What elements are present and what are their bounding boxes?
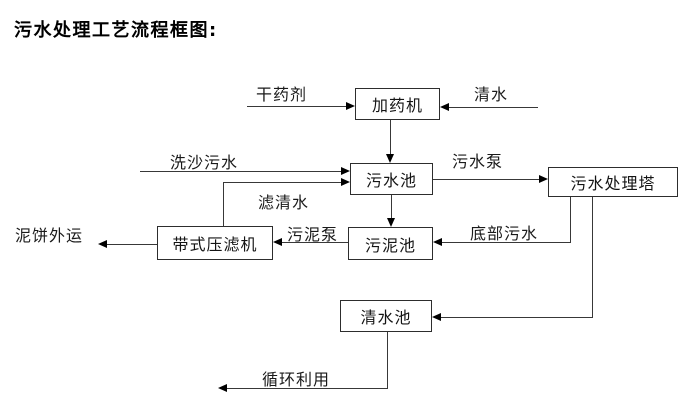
label-clear-water: 清水 [474, 85, 509, 104]
arrow-down-icon [387, 218, 395, 227]
arrow-down-icon [386, 154, 394, 163]
label-sludge-pump: 污泥泵 [287, 225, 339, 244]
edge-bottom-sewage-hline [442, 242, 571, 244]
label-sewage-pump: 污水泵 [452, 152, 504, 171]
label-sand-washing-sewage: 洗沙污水 [170, 153, 239, 172]
node-dosing-machine: 加药机 [355, 88, 440, 120]
label-filtered-clear-water: 滤清水 [258, 193, 310, 212]
label-recycling-use: 循环利用 [262, 370, 331, 389]
arrow-left-icon [218, 384, 227, 392]
node-sludge-pool: 污泥池 [348, 227, 433, 260]
label-bottom-sewage: 底部污水 [470, 224, 539, 243]
arrow-left-icon [440, 103, 449, 111]
label-dry-agent: 干药剂 [256, 85, 308, 104]
page-title: 污水处理工艺流程框图: [14, 20, 218, 41]
edge-filtered-water-hline [223, 182, 341, 184]
edge-tower-to-clearpool-hline [441, 317, 593, 319]
node-belt-filter-press: 带式压滤机 [157, 226, 273, 260]
edge-filtered-water-vline [223, 182, 225, 226]
edge-dosing-to-sewage-line [390, 120, 392, 155]
arrow-right-icon [341, 178, 350, 186]
node-sewage-pool: 污水池 [350, 163, 433, 195]
edge-dry-agent-line [247, 106, 347, 108]
edge-sewage-pump-line [433, 179, 539, 181]
edge-sewage-to-sludge-line [391, 195, 393, 218]
node-clear-water-pool: 清水池 [340, 300, 432, 332]
edge-recycle-hline [227, 388, 388, 390]
edge-sludge-pump-line [282, 242, 348, 244]
edge-recycle-vline [387, 332, 389, 389]
arrow-left-icon [432, 313, 441, 321]
arrow-right-icon [341, 167, 350, 175]
arrow-right-icon [346, 102, 355, 110]
edge-clear-water-line [449, 107, 538, 109]
arrow-left-icon [98, 240, 107, 248]
edge-sand-washing-line [140, 171, 341, 173]
label-mud-cake-outbound: 泥饼外运 [15, 226, 84, 245]
node-treatment-tower: 污水处理塔 [548, 167, 678, 197]
edge-tower-to-clearpool-vline [592, 197, 594, 318]
arrow-left-icon [273, 238, 282, 246]
edge-bottom-sewage-vline [570, 197, 572, 243]
arrow-left-icon [433, 238, 442, 246]
edge-mud-cake-line [107, 244, 157, 246]
arrow-right-icon [539, 175, 548, 183]
